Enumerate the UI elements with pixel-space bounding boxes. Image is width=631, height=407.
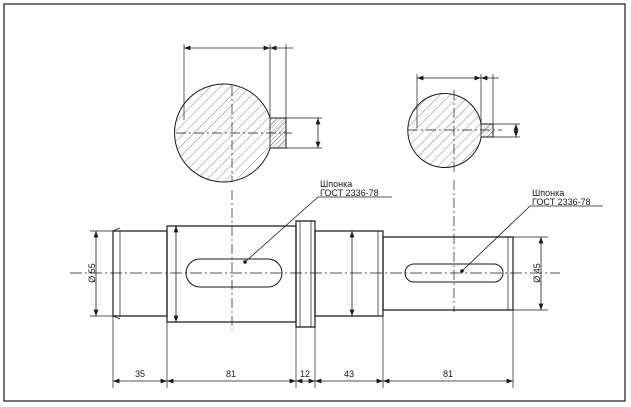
cross-section-left <box>174 44 322 183</box>
key-note-left-line2: ГОСТ 2336-78 <box>320 188 379 198</box>
key-note-right-line2: ГОСТ 2336-78 <box>532 197 591 207</box>
diameter-label-left: Ø 55 <box>87 263 97 283</box>
length-label-2: 81 <box>226 369 236 379</box>
length-label-4: 43 <box>344 369 354 379</box>
length-label-5: 81 <box>443 369 453 379</box>
length-label-1: 35 <box>135 369 145 379</box>
key-note-right-line1: Шпонка <box>532 188 564 198</box>
diameter-label-right: Ø 45 <box>532 263 542 283</box>
cross-section-right <box>407 74 520 175</box>
drawing-frame <box>3 3 626 402</box>
shaft-view <box>112 220 514 328</box>
key-note-left-line1: Шпонка <box>320 179 352 189</box>
length-label-3: 12 <box>300 369 310 379</box>
